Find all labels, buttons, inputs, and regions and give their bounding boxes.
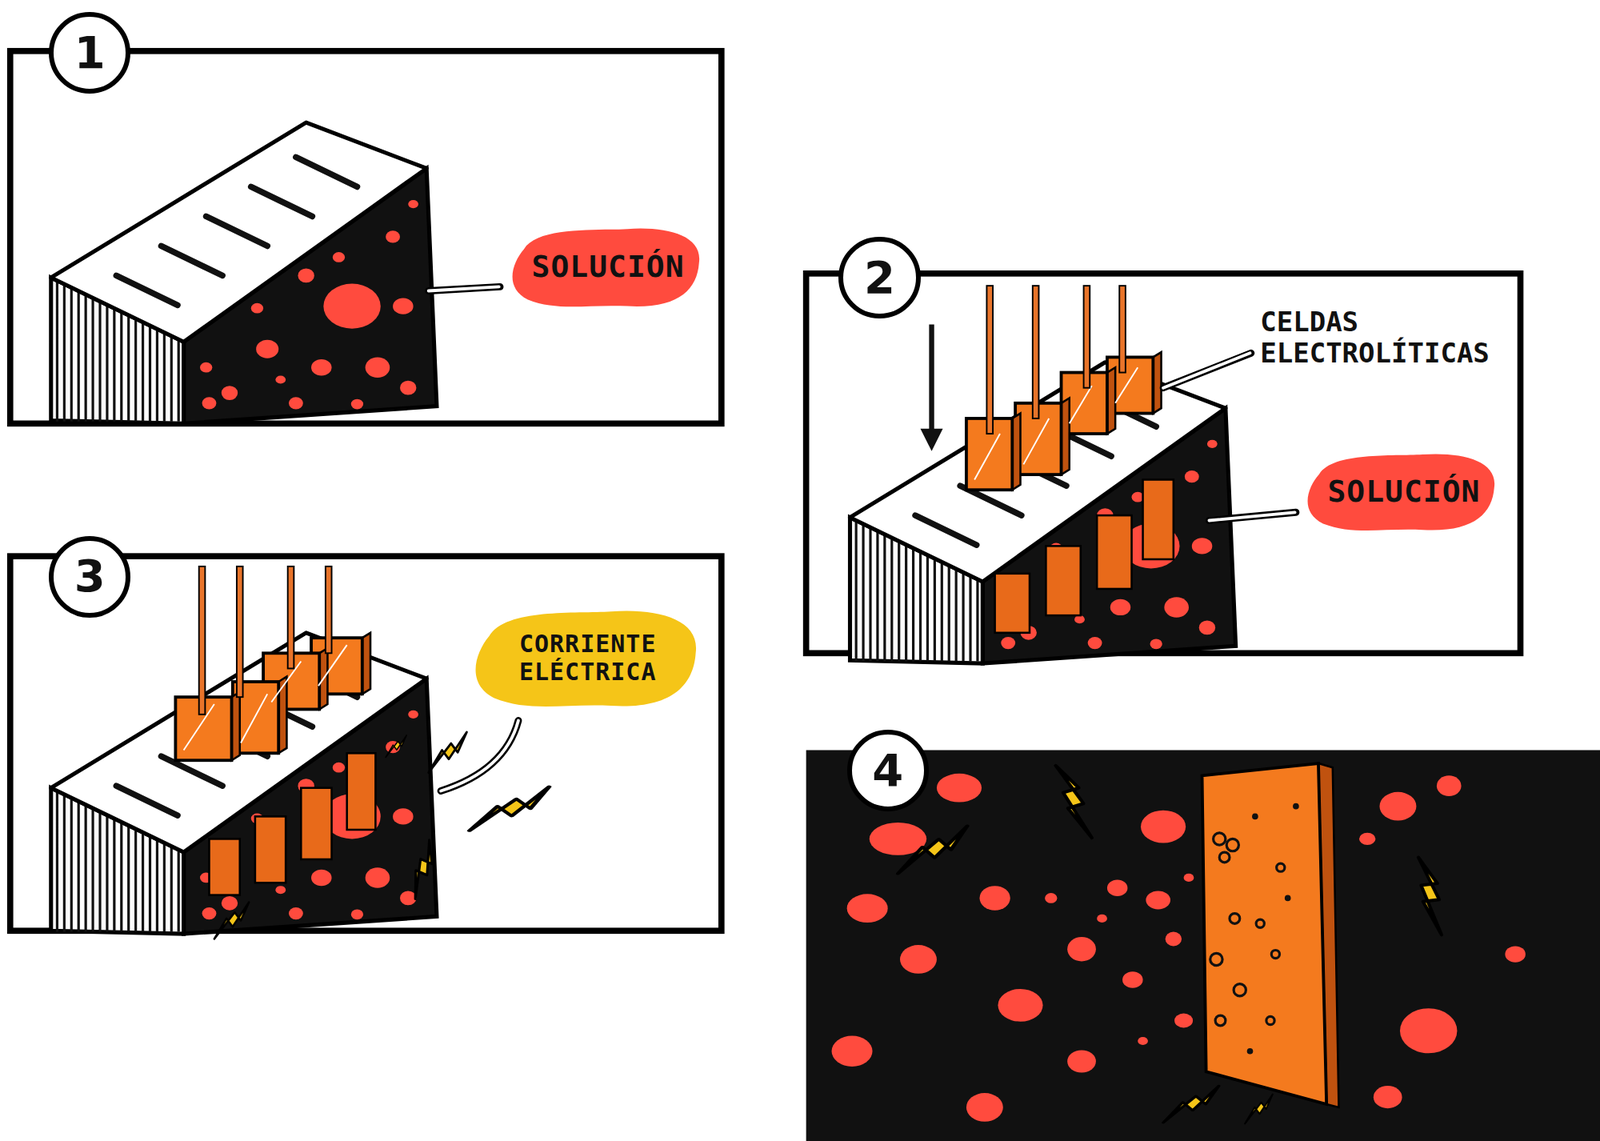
callout-number: 2 bbox=[864, 252, 896, 304]
callout-text: CORRIENTE ELÉCTRICA bbox=[494, 630, 681, 686]
callout-text: SOLUCIÓN bbox=[1327, 474, 1479, 510]
panel-number: 4 bbox=[847, 729, 929, 812]
solution-callout: SOLUCIÓN bbox=[1303, 447, 1503, 537]
panel-number: 1 bbox=[48, 12, 131, 94]
electrode-plates bbox=[966, 285, 1162, 490]
lightning-bolts bbox=[214, 732, 550, 939]
lightning-bolts bbox=[897, 765, 1469, 1124]
panel-two bbox=[806, 273, 1521, 664]
panel-number: 3 bbox=[48, 536, 131, 618]
callout-number: 1 bbox=[74, 27, 106, 79]
solution-callout: SOLUCIÓN bbox=[508, 221, 708, 314]
panel-three bbox=[10, 556, 722, 939]
callout-text: SOLUCIÓN bbox=[532, 249, 684, 285]
panel-four bbox=[806, 749, 1600, 1141]
current-callout: CORRIENTE ELÉCTRICA bbox=[470, 602, 705, 715]
electrode-plates bbox=[175, 566, 371, 760]
callout-number: 4 bbox=[872, 744, 904, 796]
panel-number: 2 bbox=[838, 236, 920, 319]
callout-number: 3 bbox=[74, 550, 106, 602]
panel-one bbox=[10, 51, 722, 424]
cell-label: CELDAS ELECTROLÍTICAS bbox=[1260, 306, 1500, 369]
